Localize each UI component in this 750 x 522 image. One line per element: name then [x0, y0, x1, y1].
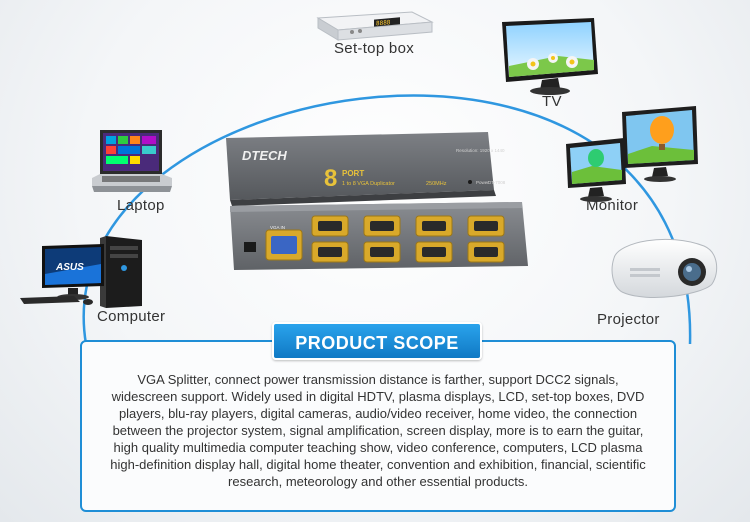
asus-brand-text: ASUS	[55, 262, 84, 273]
vga-splitter-image: DTECH 8 PORT 1 to 8 VGA Duplicator 250MH…	[216, 132, 534, 272]
splitter-port-number: 8	[324, 165, 337, 192]
product-scope-text: VGA Splitter, connect power transmission…	[110, 372, 646, 489]
splitter-subtitle: 1 to 8 VGA Duplicator	[342, 181, 395, 187]
projector-image	[608, 228, 722, 308]
projector-label: Projector	[597, 311, 660, 328]
product-scope-title: PRODUCT SCOPE	[272, 322, 482, 360]
monitor-label: Monitor	[586, 197, 639, 214]
set-top-box-label: Set-top box	[334, 40, 415, 57]
product-scope-panel	[80, 340, 676, 512]
computer-label: Computer	[97, 308, 166, 325]
laptop-label: Laptop	[117, 197, 165, 214]
splitter-port-word: PORT	[342, 169, 364, 178]
splitter-vga-in-label: VGA IN	[270, 225, 285, 230]
tv-image	[498, 16, 602, 96]
set-top-box-display: 8888	[376, 19, 391, 27]
computer-image: ASUS	[18, 234, 148, 310]
splitter-power-label: Power	[476, 180, 489, 185]
splitter-model: DT-7008	[488, 180, 506, 185]
set-top-box-image: 8888	[312, 8, 436, 42]
tv-label: TV	[542, 93, 562, 110]
monitor-image	[562, 104, 702, 204]
splitter-resolution: Resolution: 1920 x 1440	[456, 148, 505, 153]
laptop-image	[88, 126, 178, 198]
splitter-brand: DTECH	[242, 148, 287, 163]
splitter-frequency: 250MHz	[426, 181, 447, 187]
